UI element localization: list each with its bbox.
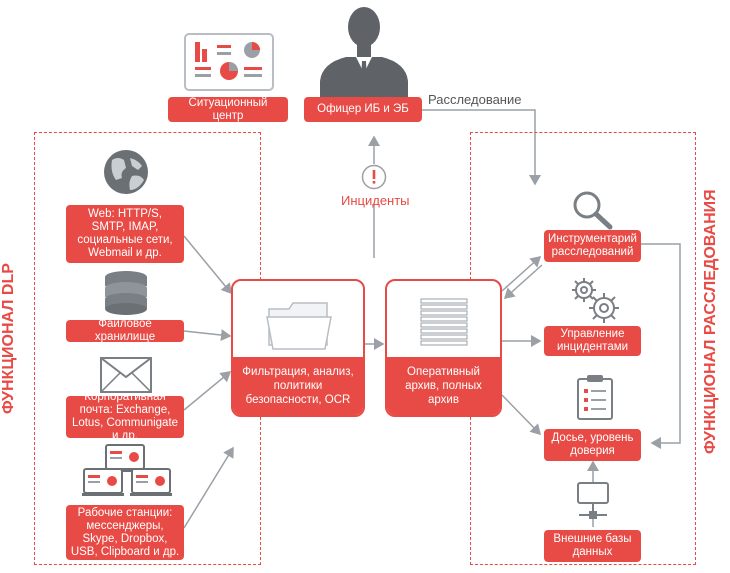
magnifier-icon bbox=[573, 191, 613, 230]
document-stack-icon bbox=[420, 298, 468, 346]
folder-icon bbox=[266, 302, 332, 350]
incidents-label: Инциденты bbox=[341, 193, 410, 208]
arrow-mail-to-filter bbox=[183, 371, 232, 411]
filter-analysis-label: Фильтрация, анализ, политики безопасност… bbox=[233, 357, 363, 415]
archive-block: Оперативный архив, полных архив bbox=[385, 279, 502, 417]
network-server-icon bbox=[577, 482, 609, 519]
source-workstations-box: Рабочие станции: мессенджеры, Skype, Dro… bbox=[66, 505, 184, 560]
dossier-box: Досье, уровень доверия bbox=[544, 429, 641, 461]
arrow-archive-to-dossier bbox=[501, 394, 542, 436]
arrow-tools-to-dossier bbox=[641, 243, 681, 449]
warning-icon bbox=[361, 164, 387, 190]
investigation-tools-box: Инструментарий расследований bbox=[544, 230, 641, 262]
arrow-investigation-down bbox=[422, 109, 541, 186]
source-web-box: Web: HTTP/S, SMTP, IMAP, социальные сети… bbox=[66, 205, 184, 263]
investigation-title: ФУНКЦИОНАЛ РАССЛЕДОВАНИЯ bbox=[702, 189, 719, 454]
arrow-web-to-filter bbox=[183, 235, 232, 295]
dashboard-monitor-icon bbox=[184, 33, 274, 91]
dlp-group-frame bbox=[34, 132, 261, 565]
investigation-label: Расследование bbox=[428, 92, 522, 107]
arrow-file-to-filter bbox=[183, 329, 232, 341]
archive-label: Оперативный архив, полных архив bbox=[387, 357, 500, 415]
external-db-box: Внешние базы данных bbox=[544, 530, 641, 562]
envelope-icon bbox=[100, 357, 152, 393]
situation-center-box: Ситуационный центр bbox=[168, 97, 288, 122]
arrow-archive-to-tools bbox=[501, 255, 542, 292]
workstations-icon bbox=[82, 444, 172, 496]
officer-person-icon bbox=[320, 7, 408, 97]
incident-management-box: Управление инцидентами bbox=[544, 326, 641, 356]
source-file-storage-box: Файловое хранилище bbox=[66, 318, 184, 343]
source-mail-box: Корпоративная почта: Exchange, Lotus, Co… bbox=[66, 391, 184, 442]
globe-icon bbox=[104, 150, 148, 194]
arrow-ws-to-filter bbox=[183, 446, 234, 529]
gears-icon bbox=[572, 278, 619, 323]
dlp-title: ФУНКЦИОНАЛ DLP bbox=[0, 263, 17, 414]
arrow-tools-to-archive bbox=[503, 264, 543, 299]
database-icon bbox=[105, 271, 147, 315]
officer-box: Офицер ИБ и ЭБ bbox=[304, 97, 422, 122]
filter-analysis-block: Фильтрация, анализ, политики безопасност… bbox=[231, 279, 365, 417]
clipboard-icon bbox=[577, 375, 613, 420]
